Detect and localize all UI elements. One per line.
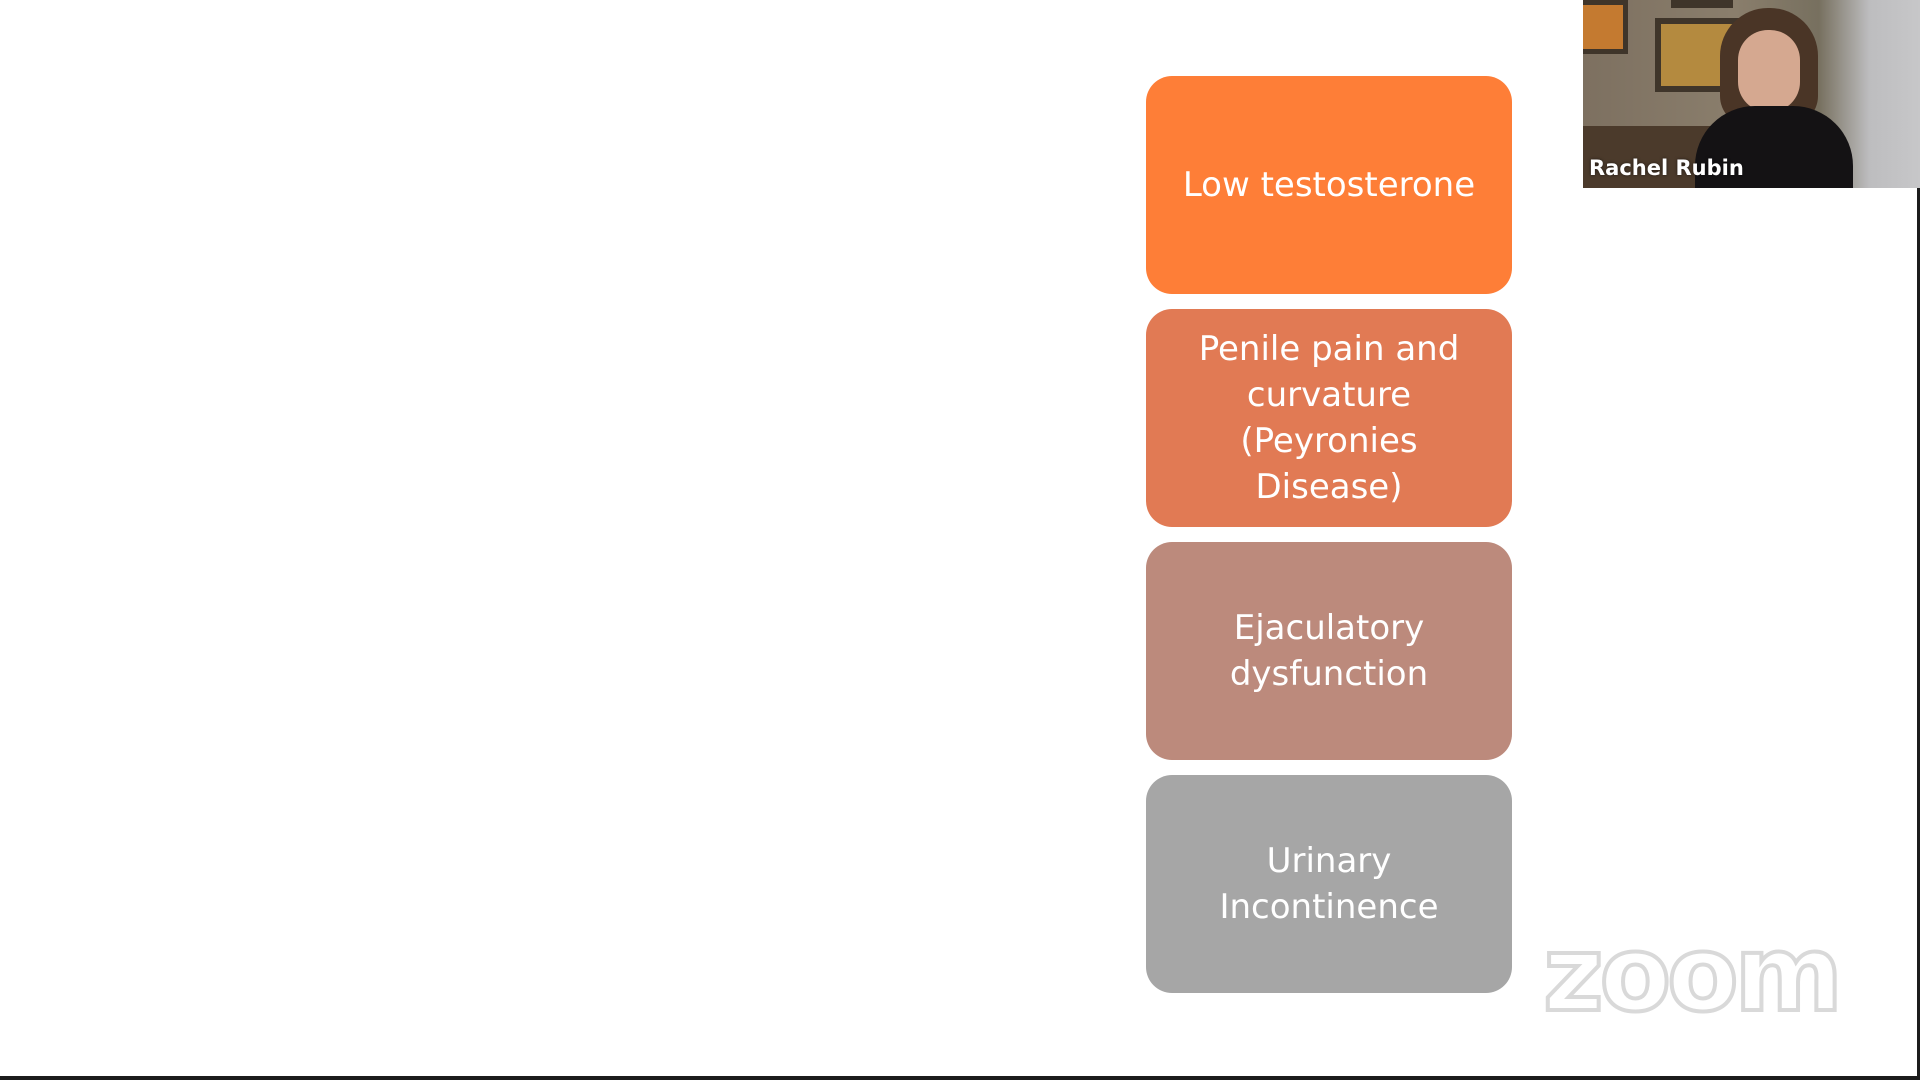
zoom-logo-text: zoom <box>1543 930 1839 1022</box>
video-wall-frame <box>1583 0 1628 54</box>
topic-box-label: Ejaculatory dysfunction <box>1229 608 1429 694</box>
participant-face <box>1738 30 1800 112</box>
participant-name-label: Rachel Rubin <box>1589 156 1744 180</box>
topic-box-stack: Low testosterone Penile pain and curvatu… <box>1146 76 1512 1008</box>
participant-body <box>1695 106 1853 188</box>
topic-box-urinary: Urinary Incontinence <box>1146 775 1512 993</box>
zoom-logo-watermark: zoom <box>1538 911 1845 1037</box>
topic-box-label: Penile pain and curvature (Peyronies Dis… <box>1198 329 1460 507</box>
participant-video-tile[interactable]: Rachel Rubin <box>1583 0 1920 188</box>
topic-box-low-testosterone: Low testosterone <box>1146 76 1512 294</box>
topic-box-label: Low testosterone <box>1182 165 1476 205</box>
topic-box-label: Urinary Incontinence <box>1219 841 1439 927</box>
video-wall-frame <box>1671 0 1733 8</box>
topic-box-peyronies: Penile pain and curvature (Peyronies Dis… <box>1146 309 1512 527</box>
topic-box-ejaculatory: Ejaculatory dysfunction <box>1146 542 1512 760</box>
